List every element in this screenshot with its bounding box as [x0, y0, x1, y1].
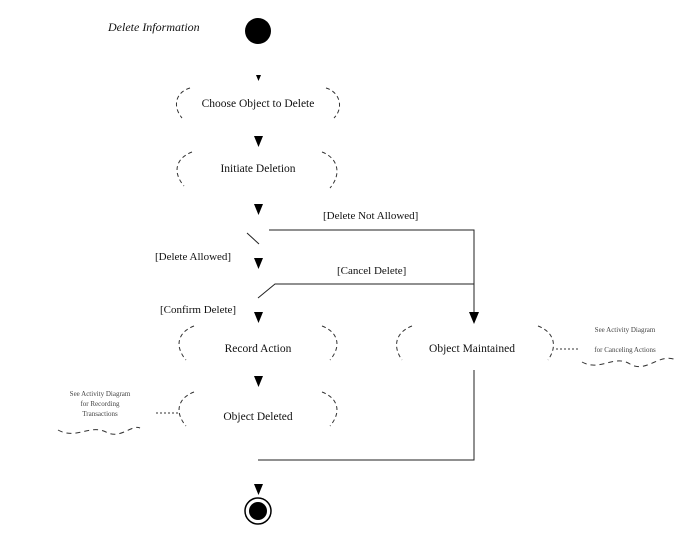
arrow-head [256, 75, 261, 81]
activity-label-choose: Choose Object to Delete [202, 98, 315, 110]
arrow-head [254, 376, 263, 387]
note-recording-transactions: See Activity Diagram for Recording Trans… [57, 390, 180, 435]
guard-cancel-delete: [Cancel Delete] [337, 265, 406, 277]
arrow-head [469, 312, 479, 324]
guard-confirm-delete: [Confirm Delete] [160, 304, 236, 316]
diagram-title: Delete Information [107, 20, 200, 34]
activity-label-maintained: Object Maintained [429, 343, 515, 355]
guard-delete-allowed: [Delete Allowed] [155, 251, 231, 263]
end-node [244, 497, 272, 525]
flow-cancel-delete [257, 283, 474, 299]
activity-initiate-deletion: Initiate Deletion [176, 151, 338, 189]
note-canceling-actions: See Activity Diagram for Canceling Actio… [556, 326, 677, 367]
arrow-head [254, 312, 263, 323]
arrow-head [254, 484, 263, 495]
activity-label-deleted: Object Deleted [223, 411, 293, 423]
activity-label-initiate: Initiate Deletion [220, 163, 295, 175]
arrow-head [254, 258, 263, 269]
note-line: See Activity Diagram [595, 326, 656, 334]
activity-record-action: Record Action [178, 325, 338, 361]
flow-merge [258, 370, 475, 461]
activity-object-maintained: Object Maintained [396, 325, 554, 361]
arrow-head [254, 136, 263, 147]
activity-choose-object: Choose Object to Delete [175, 87, 341, 119]
note-line: for Recording [80, 400, 120, 408]
decision-stroke [246, 232, 260, 245]
activity-object-deleted: Object Deleted [178, 391, 338, 427]
guard-delete-not-allowed: [Delete Not Allowed] [323, 210, 418, 222]
start-node [245, 18, 271, 44]
note-line: for Canceling Actions [594, 346, 656, 354]
activity-label-record: Record Action [225, 343, 292, 355]
arrow-head [254, 204, 263, 215]
note-line: See Activity Diagram [70, 390, 131, 398]
note-line: Transactions [82, 410, 118, 418]
flow-delete-not-allowed [269, 229, 475, 312]
